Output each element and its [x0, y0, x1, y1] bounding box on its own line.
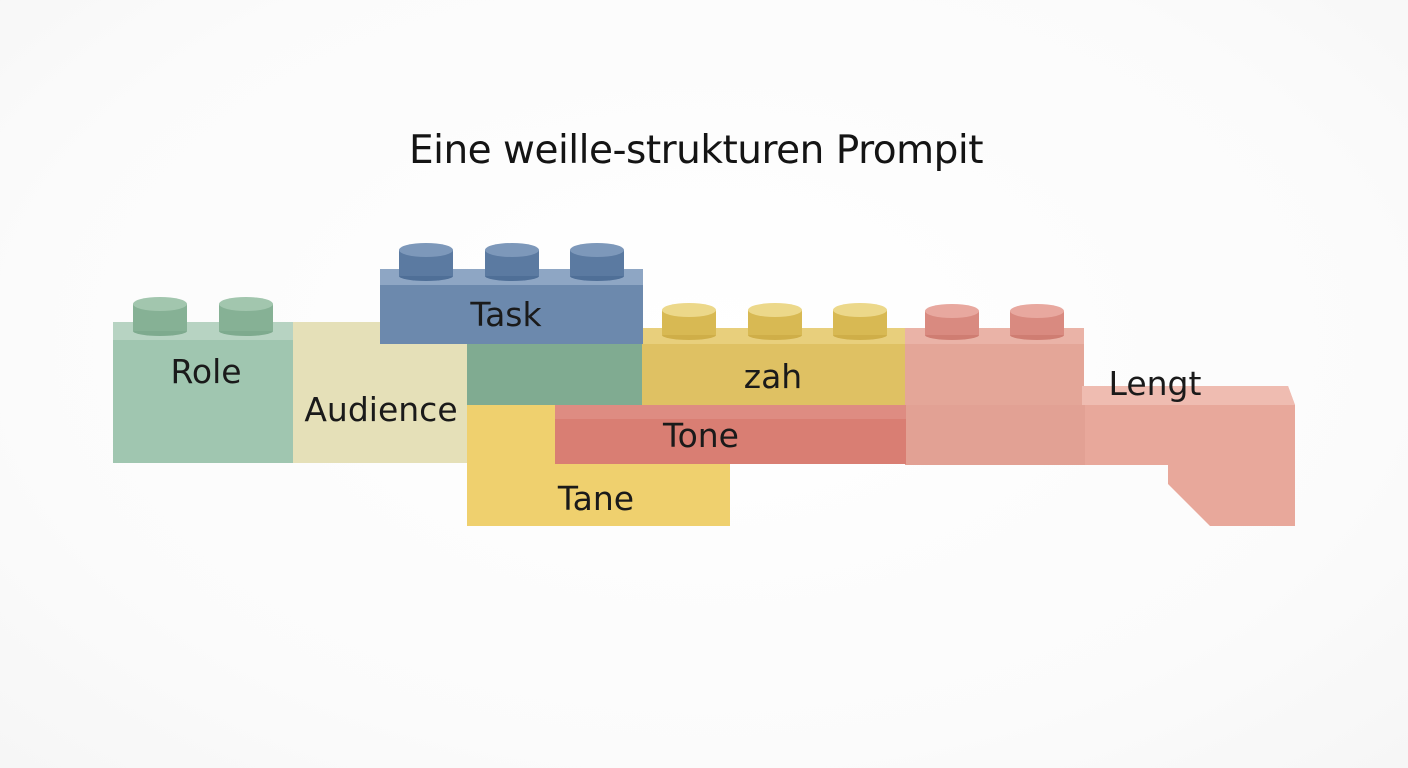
block-audience — [293, 322, 469, 463]
block-tone-top — [555, 405, 906, 419]
block-role-body — [113, 322, 295, 463]
block-green-middle — [467, 343, 643, 406]
stud-zah-2-cap — [748, 303, 802, 317]
block-role — [113, 297, 295, 463]
block-length-top — [1082, 386, 1295, 405]
block-tone — [555, 405, 906, 464]
block-zah — [642, 303, 907, 406]
block-length-join — [905, 405, 1085, 465]
stud-zah-1-cap — [662, 303, 716, 317]
label-tone: Tone — [662, 416, 739, 455]
stud-role-2-cap — [219, 297, 273, 311]
label-length: Lengt — [1109, 364, 1202, 403]
stud-task-1-cap — [399, 243, 453, 257]
block-length-body — [1082, 386, 1295, 526]
label-tane: Tane — [557, 479, 634, 518]
stud-pink-2-cap — [1010, 304, 1064, 318]
label-zah: zah — [744, 357, 802, 396]
diagram-title: Eine weille-strukturen Prompit — [408, 128, 984, 173]
stud-role-1-cap — [133, 297, 187, 311]
stud-task-2-cap — [485, 243, 539, 257]
label-task: Task — [469, 295, 542, 334]
label-audience: Audience — [304, 390, 457, 429]
label-role: Role — [170, 352, 241, 391]
block-length — [905, 386, 1295, 526]
stud-task-3-cap — [570, 243, 624, 257]
stud-pink-1-cap — [925, 304, 979, 318]
block-task — [380, 243, 643, 344]
block-audience-body — [293, 322, 469, 463]
stud-zah-3-cap — [833, 303, 887, 317]
